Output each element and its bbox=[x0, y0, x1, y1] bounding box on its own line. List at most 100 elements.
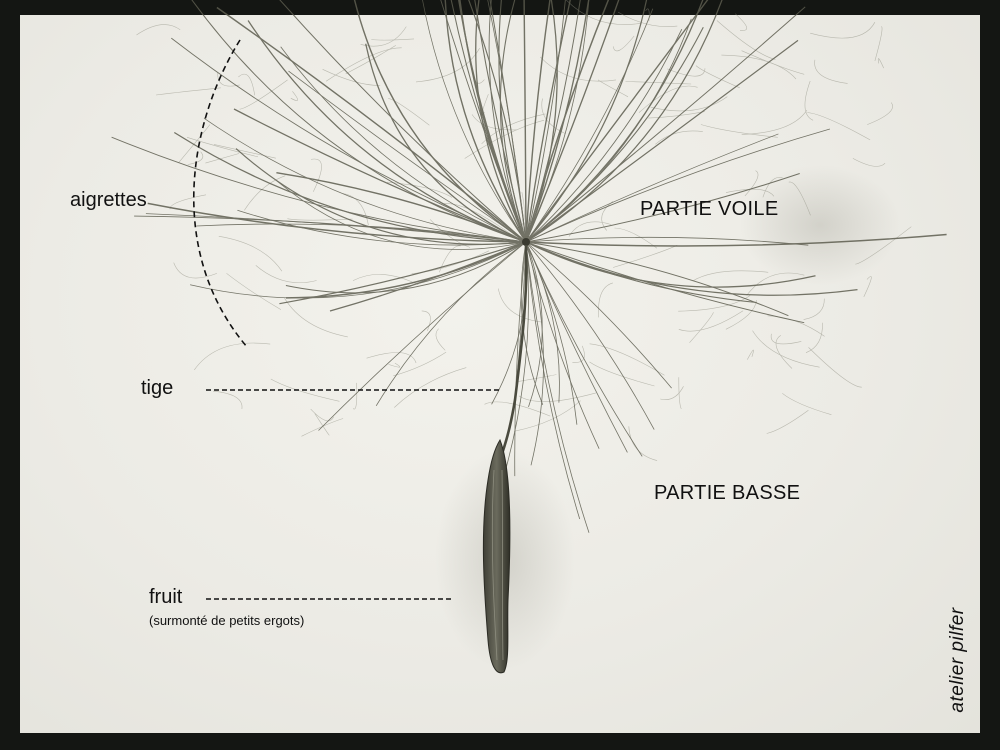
filament bbox=[525, 241, 789, 317]
filament bbox=[353, 0, 527, 243]
fine-hair bbox=[388, 362, 401, 368]
fine-hair bbox=[342, 193, 369, 226]
fine-hair bbox=[716, 20, 776, 60]
fine-hair bbox=[766, 409, 809, 434]
filament bbox=[525, 0, 558, 243]
filament bbox=[525, 0, 551, 243]
filament bbox=[444, 0, 527, 243]
fine-hair bbox=[186, 137, 258, 158]
fine-hair bbox=[741, 110, 808, 135]
fine-hair bbox=[311, 158, 322, 192]
fine-hair bbox=[205, 153, 240, 164]
filament bbox=[525, 29, 683, 243]
fine-hair bbox=[648, 111, 705, 119]
fine-hair bbox=[867, 102, 893, 125]
label-partie-basse: PARTIE BASSE bbox=[654, 482, 801, 504]
fine-hair bbox=[284, 298, 348, 338]
filament bbox=[422, 0, 527, 243]
fine-hair bbox=[393, 351, 447, 377]
fine-hair bbox=[612, 35, 635, 52]
fine-hair bbox=[807, 112, 871, 141]
fine-hair bbox=[613, 244, 678, 268]
fine-hair bbox=[762, 176, 783, 198]
filament bbox=[525, 241, 643, 457]
fine-hair bbox=[345, 45, 396, 75]
fine-hair bbox=[770, 333, 802, 345]
filament bbox=[525, 0, 709, 243]
filament bbox=[514, 241, 527, 477]
filament bbox=[525, 6, 806, 243]
fine-hair bbox=[655, 130, 703, 145]
filament bbox=[279, 0, 527, 243]
filament bbox=[525, 39, 799, 243]
fine-hair bbox=[218, 236, 283, 272]
fine-hair bbox=[689, 312, 714, 343]
fine-hair bbox=[429, 219, 471, 248]
fine-hair bbox=[874, 26, 883, 61]
fine-hair bbox=[352, 382, 358, 410]
fine-hair bbox=[598, 282, 613, 318]
filament bbox=[318, 241, 527, 431]
filament bbox=[525, 0, 566, 243]
filament bbox=[525, 241, 816, 288]
filament bbox=[525, 241, 655, 430]
fine-hair bbox=[752, 330, 820, 368]
fine-hair bbox=[464, 119, 545, 159]
filament bbox=[501, 241, 529, 482]
filament bbox=[523, 0, 527, 243]
fine-hair bbox=[775, 335, 793, 369]
filament bbox=[525, 236, 809, 246]
fine-hair bbox=[734, 13, 747, 31]
filament bbox=[247, 20, 527, 243]
fine-hair bbox=[518, 392, 596, 402]
filament bbox=[525, 241, 560, 403]
filament bbox=[525, 241, 805, 324]
filament bbox=[525, 241, 858, 296]
seed-fruit bbox=[482, 438, 511, 674]
fine-hair bbox=[481, 113, 546, 145]
fine-hair bbox=[877, 58, 884, 69]
filament bbox=[458, 0, 527, 243]
fine-hair bbox=[568, 221, 612, 237]
aigrettes-bracket bbox=[192, 39, 248, 348]
fine-hair bbox=[325, 47, 402, 82]
filament bbox=[525, 241, 600, 449]
fine-hair bbox=[421, 310, 431, 331]
fine-hair bbox=[628, 426, 658, 461]
label-fruit-note: (surmonté de petits ergots) bbox=[149, 613, 305, 628]
fine-hair bbox=[244, 175, 286, 211]
filament bbox=[525, 241, 543, 408]
fine-hair bbox=[514, 400, 581, 432]
fine-hair bbox=[439, 245, 461, 273]
pappus-filaments bbox=[111, 0, 947, 533]
artist-signature: atelier pilfer bbox=[947, 607, 968, 713]
filament bbox=[525, 241, 672, 389]
fine-hair bbox=[852, 158, 886, 167]
filament bbox=[525, 233, 947, 247]
seed-stem bbox=[498, 244, 528, 461]
fine-hair bbox=[808, 347, 862, 388]
filament bbox=[191, 0, 527, 243]
fine-hair bbox=[287, 218, 353, 221]
fine-hair bbox=[394, 367, 467, 408]
fine-hair bbox=[352, 274, 419, 286]
fine-hair bbox=[650, 96, 728, 112]
fine-hair bbox=[388, 98, 430, 126]
fine-hair bbox=[169, 194, 207, 210]
label-aigrettes: aigrettes bbox=[70, 189, 147, 211]
fine-hair bbox=[810, 22, 876, 39]
fine-hair bbox=[565, 0, 642, 25]
label-partie-voile: PARTIE VOILE bbox=[640, 198, 779, 220]
fine-hair bbox=[617, 11, 678, 27]
graphite-smudge bbox=[740, 165, 900, 285]
fine-hair bbox=[187, 151, 204, 165]
fine-hair bbox=[484, 401, 551, 417]
label-tige: tige bbox=[141, 377, 174, 399]
filament bbox=[525, 241, 581, 520]
label-fruit: fruit bbox=[149, 586, 183, 608]
fine-hair bbox=[387, 181, 453, 198]
filament bbox=[525, 0, 648, 243]
fine-hair bbox=[746, 272, 805, 296]
fine-hair bbox=[638, 85, 698, 113]
fine-hair bbox=[700, 124, 778, 138]
